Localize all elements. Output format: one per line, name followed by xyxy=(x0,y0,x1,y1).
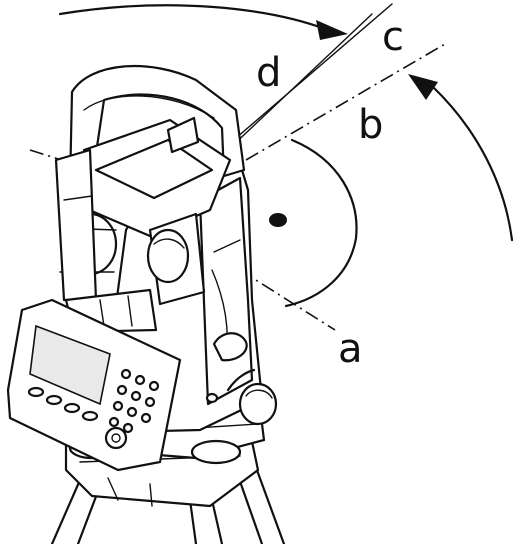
outer-rotation-arc xyxy=(58,4,513,242)
arrowhead-lower xyxy=(408,74,438,100)
axis-c-leader xyxy=(235,3,393,139)
axis-a-leader xyxy=(239,269,336,331)
label-c: c xyxy=(382,14,404,60)
label-b: b xyxy=(358,102,383,148)
sight-axis-line xyxy=(245,43,446,161)
axis-point-marker xyxy=(269,213,287,227)
arrowhead-upper xyxy=(316,20,348,40)
keyboard-display-panel xyxy=(6,298,182,472)
telescope xyxy=(54,116,232,334)
label-d: d xyxy=(256,50,281,96)
inner-rotation-arc xyxy=(284,138,358,308)
keypad xyxy=(108,368,160,434)
display-screen xyxy=(29,324,111,406)
axis-d-leader xyxy=(227,13,373,151)
softkeys xyxy=(27,386,99,422)
label-a: a xyxy=(338,326,363,372)
navigation-pad xyxy=(104,426,128,450)
